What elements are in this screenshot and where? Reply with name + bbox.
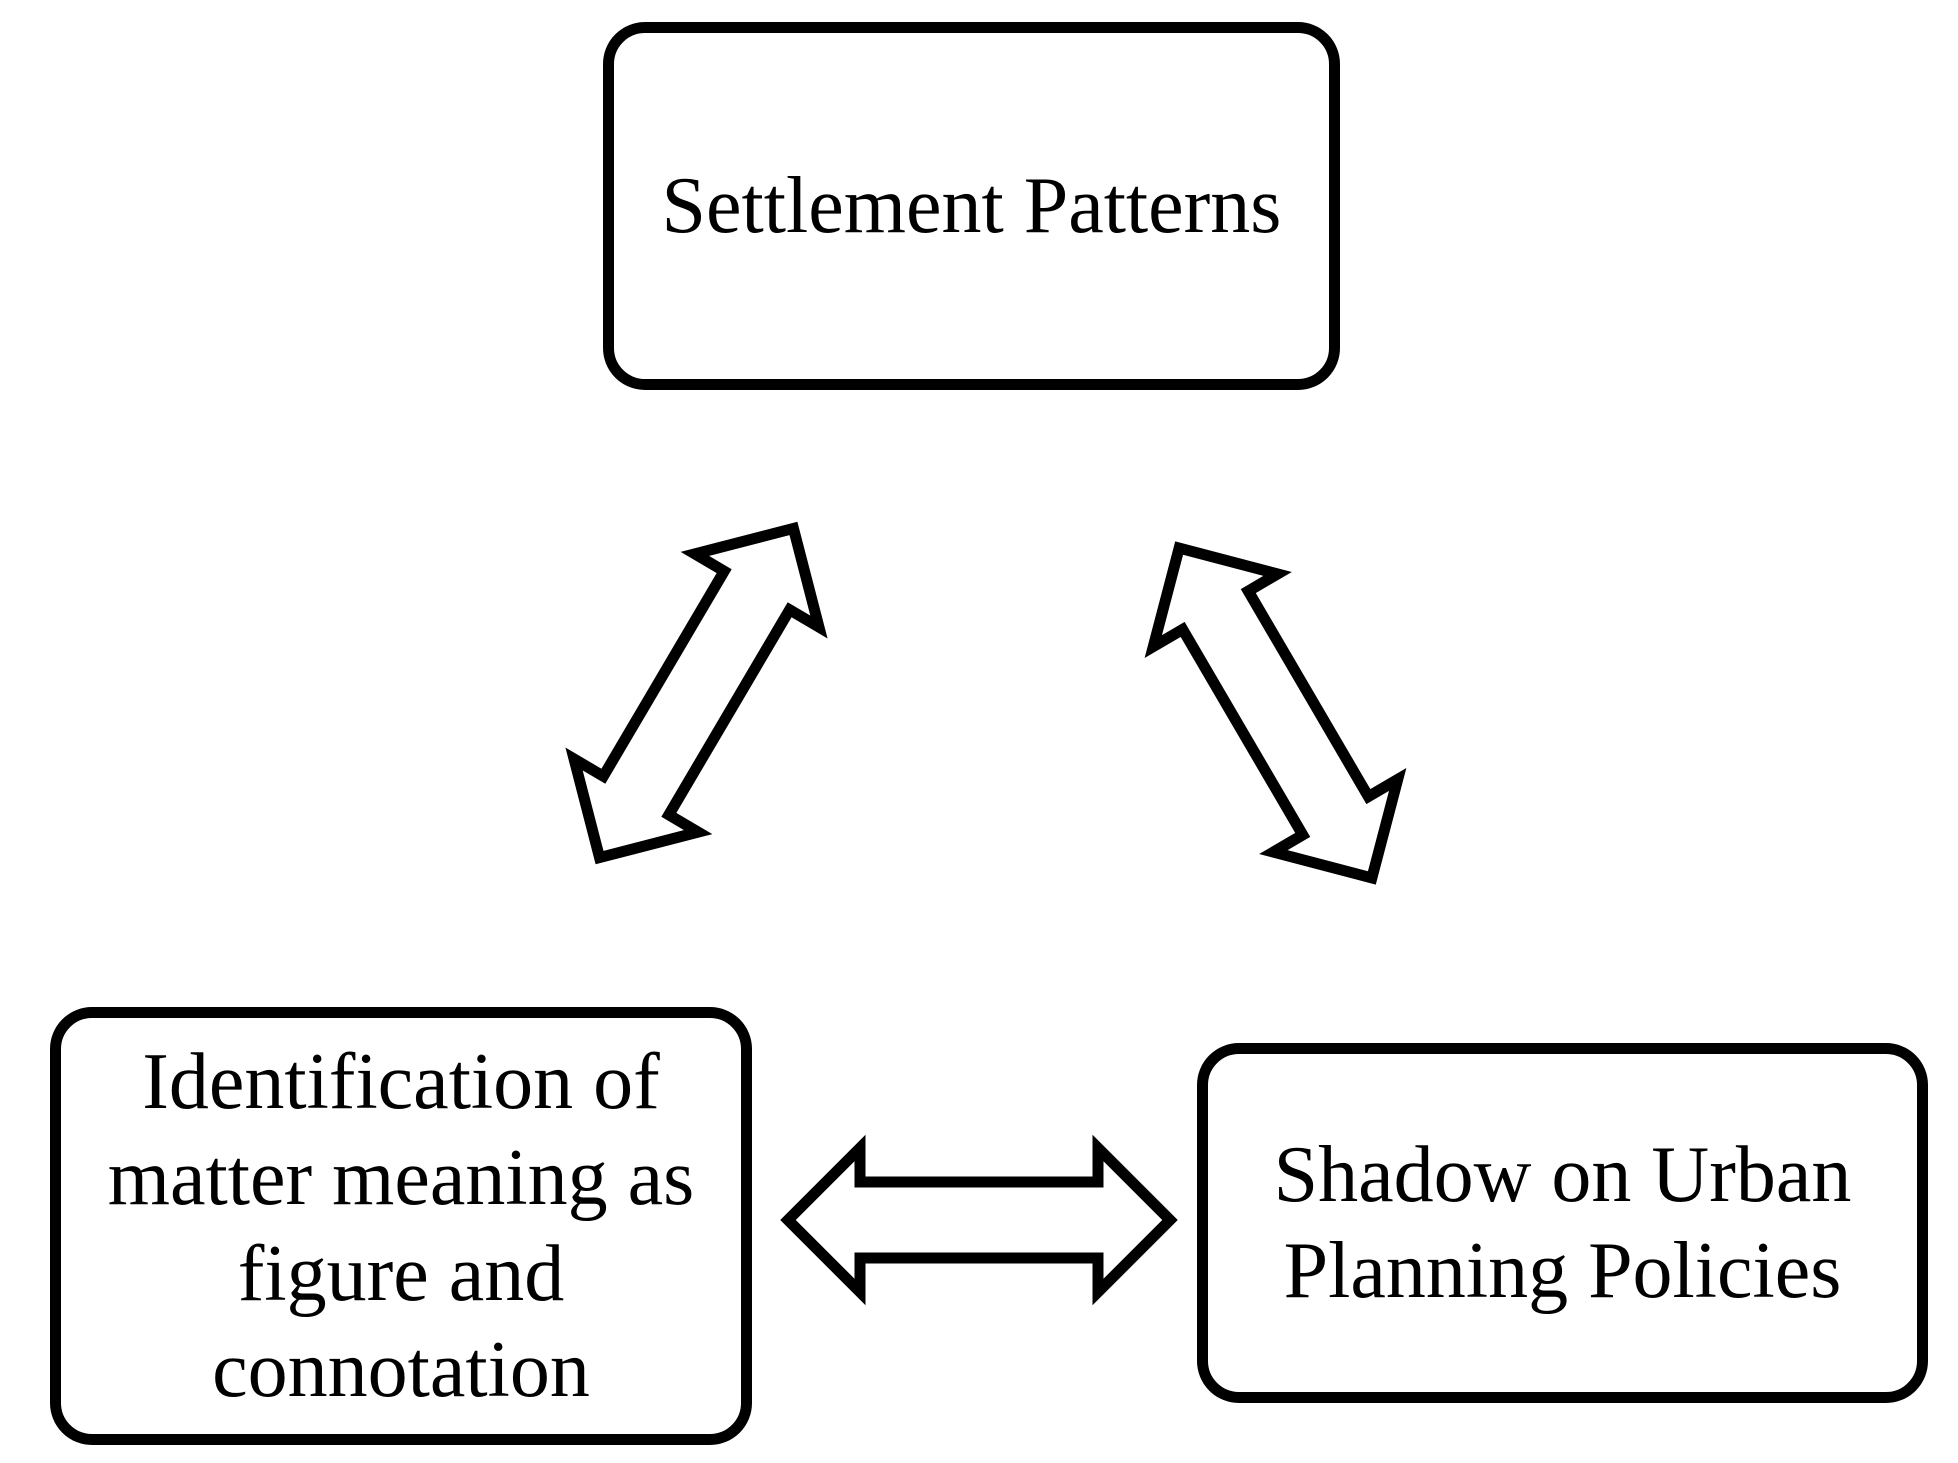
double-arrow-identification-shadow [780, 1134, 1178, 1306]
node-settlement-patterns: Settlement Patterns [603, 22, 1340, 390]
node-label-line: Settlement Patterns [661, 162, 1282, 250]
node-identification-of-matter-meaning: Identification of matter meaning as figu… [50, 1007, 752, 1445]
node-shadow-on-urban-planning-policies: Shadow on Urban Planning Policies [1197, 1043, 1928, 1403]
double-arrow-settlement-identification [565, 521, 828, 865]
node-label-line: matter meaning as [107, 1134, 695, 1222]
node-label-line: figure and [237, 1230, 565, 1318]
node-label-line: Identification of [142, 1038, 660, 1126]
node-label-line: Planning Policies [1283, 1227, 1842, 1315]
node-label-line: connotation [212, 1326, 590, 1414]
double-arrow-settlement-shadow [1144, 541, 1407, 885]
node-label-line: Shadow on Urban [1273, 1131, 1852, 1219]
